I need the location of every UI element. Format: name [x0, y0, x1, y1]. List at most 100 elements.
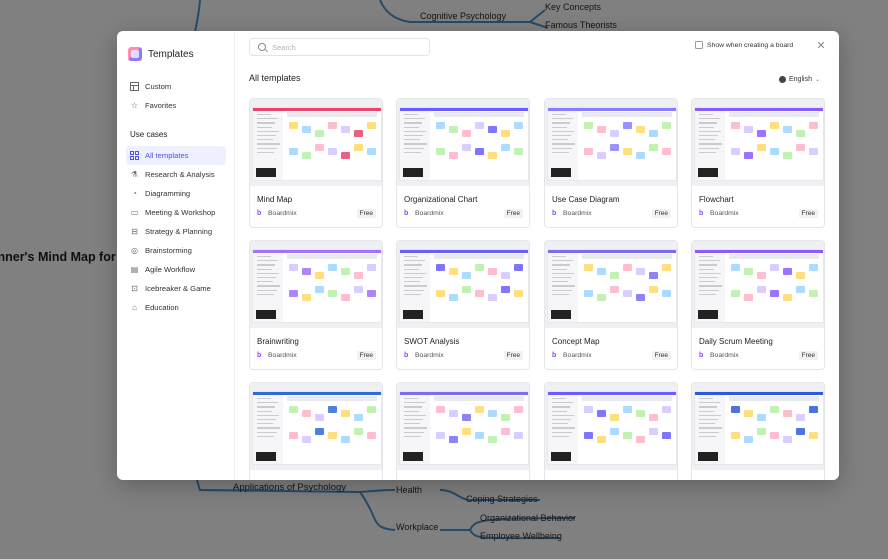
template-thumbnail: [545, 383, 677, 470]
boardmix-logo-icon: b: [404, 210, 409, 217]
section-heading: All templates: [249, 73, 301, 83]
free-badge: Free: [651, 209, 671, 218]
language-selector[interactable]: English ⌄: [779, 76, 820, 83]
sidebar-item-label: Brainstorming: [145, 246, 192, 255]
sidebar-item-brainstorming[interactable]: ◎ Brainstorming: [126, 241, 226, 260]
sidebar-item-custom[interactable]: Custom: [126, 77, 226, 96]
language-label: English: [789, 76, 812, 83]
template-card-brainwriting[interactable]: Brainwriting b Boardmix Free: [249, 240, 383, 370]
close-icon[interactable]: ✕: [816, 40, 826, 52]
mind-map-root-topic[interactable]: inner's Mind Map for P: [0, 250, 128, 264]
template-card-title: Virtual Vision Board: [699, 479, 769, 480]
sidebar-item-label: Agile Workflow: [145, 265, 196, 274]
template-card-title: Business Model Canvas/Lean Canvas: [404, 479, 529, 480]
sidebar-item-meeting-workshop[interactable]: ▭ Meeting & Workshop: [126, 203, 226, 222]
search-box[interactable]: [249, 38, 430, 56]
template-thumbnail: [397, 241, 529, 328]
template-card-brand: b Boardmix: [699, 210, 739, 217]
template-preview: [695, 108, 823, 180]
template-card-title: Use Case Diagram: [552, 195, 620, 204]
mind-map-node-workplace[interactable]: Workplace: [396, 522, 439, 532]
boardmix-logo-icon: b: [699, 210, 704, 217]
search-input[interactable]: [272, 42, 412, 52]
education-icon: ⌂: [132, 302, 137, 312]
template-card-virtual-vision-board[interactable]: Virtual Vision BoardbBoardmixFree: [691, 382, 825, 480]
template-card-title: Flowchart: [699, 195, 734, 204]
sidebar-item-label: Custom: [145, 82, 172, 91]
template-card-title: Daily Scrum Meeting: [699, 337, 773, 346]
brand-label: Boardmix: [415, 352, 444, 359]
sidebar-item-all-templates[interactable]: All templates: [126, 146, 226, 165]
sidebar-item-label: Favorites: [145, 101, 177, 110]
template-preview: [548, 108, 676, 180]
template-card-title: Mind Map: [257, 195, 293, 204]
brand-label: Boardmix: [710, 352, 739, 359]
sidebar-item-education[interactable]: ⌂ Education: [126, 298, 226, 317]
brand-label: Boardmix: [268, 352, 297, 359]
template-card-title: Bubble Map: [257, 479, 300, 480]
sidebar-item-icebreaker-game[interactable]: ⊡ Icebreaker & Game: [126, 279, 226, 298]
template-preview: [548, 392, 676, 464]
template-preview: [695, 392, 823, 464]
sidebar-item-favorites[interactable]: ☆ Favorites: [126, 96, 226, 115]
meeting-icon: ▭: [130, 207, 139, 217]
agile-icon: ▤: [130, 264, 139, 274]
mind-map-node-famous-theorists[interactable]: Famous Theorists: [545, 20, 617, 30]
grid-icon: [130, 151, 139, 160]
brand-label: Boardmix: [710, 210, 739, 217]
template-thumbnail: [692, 241, 824, 328]
mind-map-node-org-behavior[interactable]: Organizational Behavior: [480, 513, 577, 523]
mind-map-node-coping[interactable]: Coping Strategies: [466, 494, 538, 504]
mind-map-node-health[interactable]: Health: [396, 485, 423, 495]
templates-main: Show when creating a board ✕ All templat…: [235, 31, 839, 480]
template-thumbnail: [397, 383, 529, 470]
free-badge: Free: [356, 209, 376, 218]
show-when-creating-toggle[interactable]: Show when creating a board: [695, 41, 793, 49]
template-card-business-model-canvas-lean-canvas[interactable]: Business Model Canvas/Lean CanvasbBoardm…: [396, 382, 530, 480]
template-card-title: Brainwriting: [257, 337, 299, 346]
template-thumbnail: [250, 99, 382, 186]
sidebar-item-label: Diagramming: [145, 189, 191, 198]
template-thumbnail: [545, 99, 677, 186]
template-thumbnail: [397, 99, 529, 186]
sidebar-item-label: All templates: [145, 151, 189, 160]
mind-map-node-applications[interactable]: Applications of Psychology: [233, 482, 347, 493]
boardmix-logo-icon: b: [257, 210, 262, 217]
strategy-icon: ⊟: [131, 226, 138, 236]
templates-modal: Templates Custom ☆ Favorites Use cases A…: [117, 31, 839, 480]
diagram-icon: ◔: [132, 188, 137, 198]
sidebar-item-label: Strategy & Planning: [145, 227, 213, 236]
boardmix-logo-icon: b: [552, 352, 557, 359]
template-card-title: Team Meeting: [552, 479, 602, 480]
mind-map-node-wellbeing[interactable]: Employee Wellbeing: [480, 531, 562, 541]
show-when-creating-checkbox[interactable]: [695, 41, 703, 49]
sidebar-item-agile-workflow[interactable]: ▤ Agile Workflow: [126, 260, 226, 279]
free-badge: Free: [356, 351, 376, 360]
brand-label: Boardmix: [563, 210, 592, 217]
sidebar-item-strategy-planning[interactable]: ⊟ Strategy & Planning: [126, 222, 226, 241]
free-badge: Free: [651, 351, 671, 360]
sidebar-item-research-analysis[interactable]: ⚗ Research & Analysis: [126, 165, 226, 184]
sidebar-item-diagramming[interactable]: ◔ Diagramming: [126, 184, 226, 203]
templates-sidebar: Templates Custom ☆ Favorites Use cases A…: [117, 31, 235, 480]
template-preview: [400, 392, 528, 464]
template-preview: [548, 250, 676, 322]
boardmix-logo-icon: b: [257, 352, 262, 359]
template-thumbnail: [250, 383, 382, 470]
mind-map-node-cognitive[interactable]: Cognitive Psychology: [420, 11, 507, 21]
research-icon: ⚗: [130, 169, 139, 179]
template-preview: [400, 108, 528, 180]
template-card-title: Organizational Chart: [404, 195, 478, 204]
mind-map-node-key-concepts[interactable]: Key Concepts: [545, 2, 602, 12]
